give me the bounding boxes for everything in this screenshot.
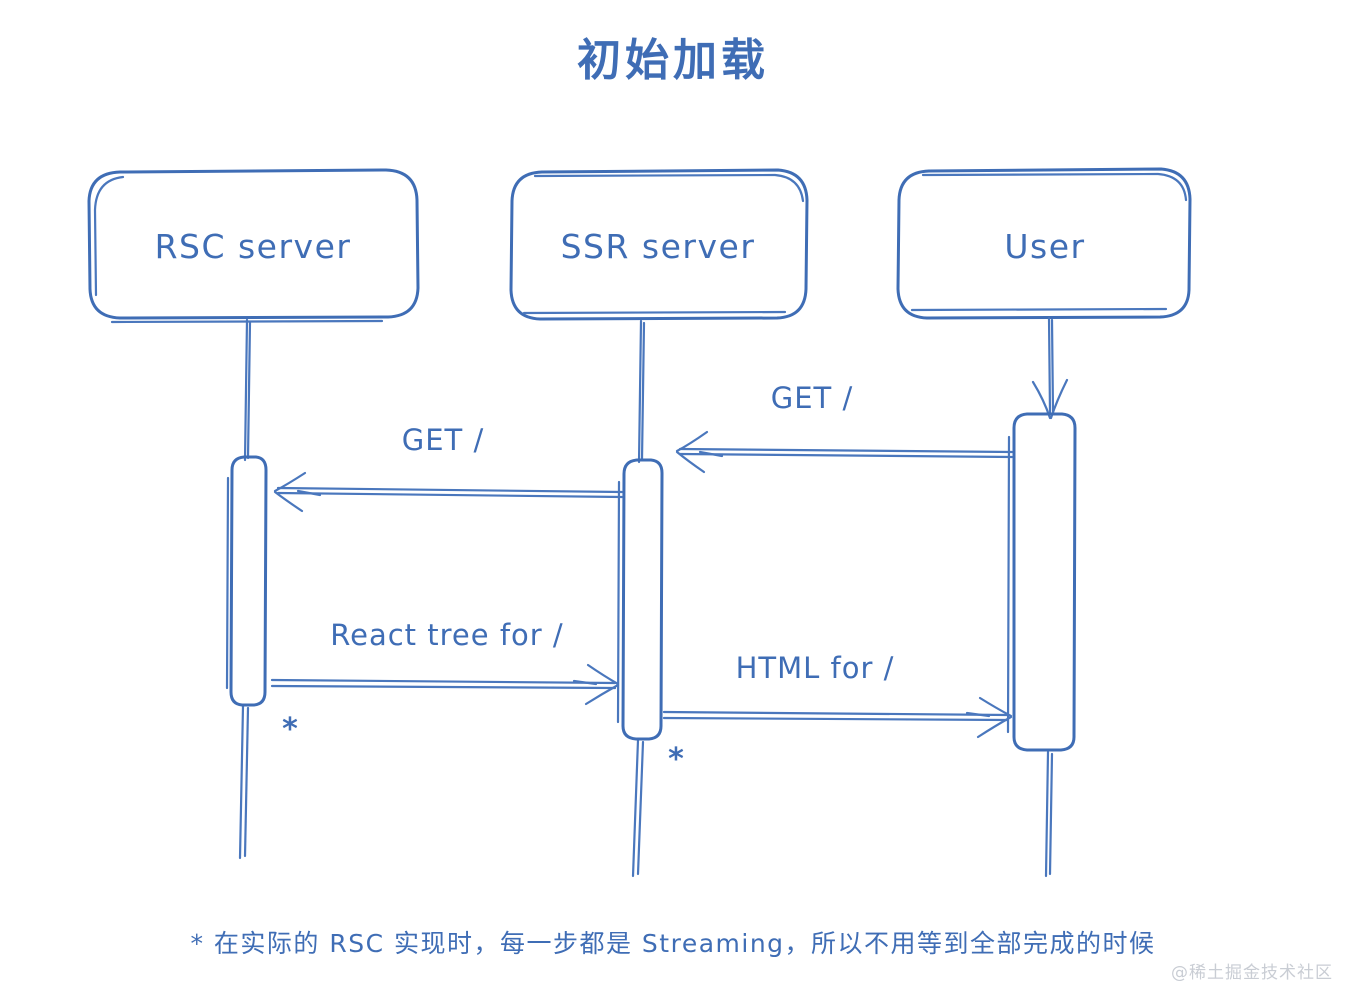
actor-label-ssr-server: SSR server (561, 227, 756, 266)
watermark: @稀土掘金技术社区 (1171, 963, 1333, 983)
actor-label-user: User (1004, 227, 1085, 266)
lifeline-rsc-server (238, 318, 252, 860)
annotation-asterisk-ssr: * (668, 742, 684, 777)
message-label-get-user-to-ssr: GET / (771, 381, 854, 415)
diagram-title: 初始加载 (577, 35, 769, 86)
activation-bar-user (1006, 412, 1077, 752)
activation-bar-ssr-server (616, 458, 664, 741)
message-label-get-ssr-to-rsc: GET / (402, 423, 485, 457)
activation-bar-rsc-server (225, 455, 268, 707)
lifeline-user (1031, 316, 1069, 878)
lifeline-ssr-server (631, 319, 646, 878)
message-arrow-react-tree-rsc-to-ssr: React tree for / (270, 618, 620, 706)
message-label-html-for: HTML for / (736, 651, 895, 685)
footnote-text: * 在实际的 RSC 实现时，每一步都是 Streaming，所以不用等到全部完… (190, 929, 1155, 958)
annotation-asterisk-rsc: * (282, 712, 298, 747)
message-label-react-tree: React tree for / (330, 618, 563, 652)
message-arrow-get-ssr-to-rsc: GET / (273, 423, 624, 513)
actor-box-ssr-server[interactable]: SSR server (509, 168, 809, 321)
message-arrow-html-ssr-to-user: HTML for / (662, 651, 1013, 739)
actor-box-rsc-server[interactable]: RSC server (87, 168, 420, 324)
message-arrow-get-user-to-ssr: GET / (675, 381, 1014, 474)
actor-box-user[interactable]: User (896, 167, 1192, 320)
actor-label-rsc-server: RSC server (155, 227, 352, 266)
